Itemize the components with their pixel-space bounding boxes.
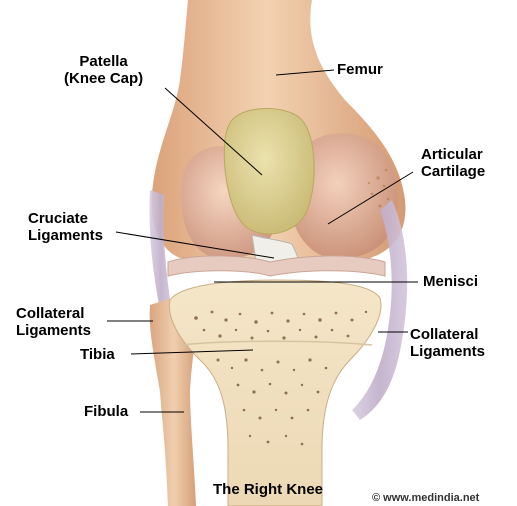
label-cruciate-line1: Cruciate (28, 210, 103, 227)
label-femur-text: Femur (337, 61, 383, 78)
label-cruciate-ligaments: Cruciate Ligaments (28, 210, 103, 244)
copyright-credit: © www.medindia.net (372, 492, 479, 504)
label-collateral-right: Collateral Ligaments (410, 326, 485, 360)
label-collateral-right-line2: Ligaments (410, 343, 485, 360)
label-fibula: Fibula (84, 403, 128, 420)
label-patella-line1: Patella (64, 53, 143, 70)
label-collateral-left-line2: Ligaments (16, 322, 91, 339)
tibia-shape (169, 280, 381, 506)
label-patella-line2: (Knee Cap) (64, 70, 143, 87)
label-menisci: Menisci (423, 273, 478, 290)
diagram-caption: The Right Knee (213, 481, 323, 498)
label-collateral-right-line1: Collateral (410, 326, 485, 343)
label-articular-cartilage: Articular Cartilage (421, 146, 485, 180)
label-collateral-left-line1: Collateral (16, 305, 91, 322)
label-cruciate-line2: Ligaments (28, 227, 103, 244)
label-articular-line1: Articular (421, 146, 485, 163)
label-tibia: Tibia (80, 346, 115, 363)
label-femur: Femur (337, 61, 383, 78)
label-menisci-text: Menisci (423, 273, 478, 290)
label-articular-line2: Cartilage (421, 163, 485, 180)
patella-shape (224, 108, 314, 233)
label-collateral-left: Collateral Ligaments (16, 305, 91, 339)
label-patella: Patella (Knee Cap) (64, 53, 143, 87)
label-fibula-text: Fibula (84, 403, 128, 420)
label-tibia-text: Tibia (80, 346, 115, 363)
